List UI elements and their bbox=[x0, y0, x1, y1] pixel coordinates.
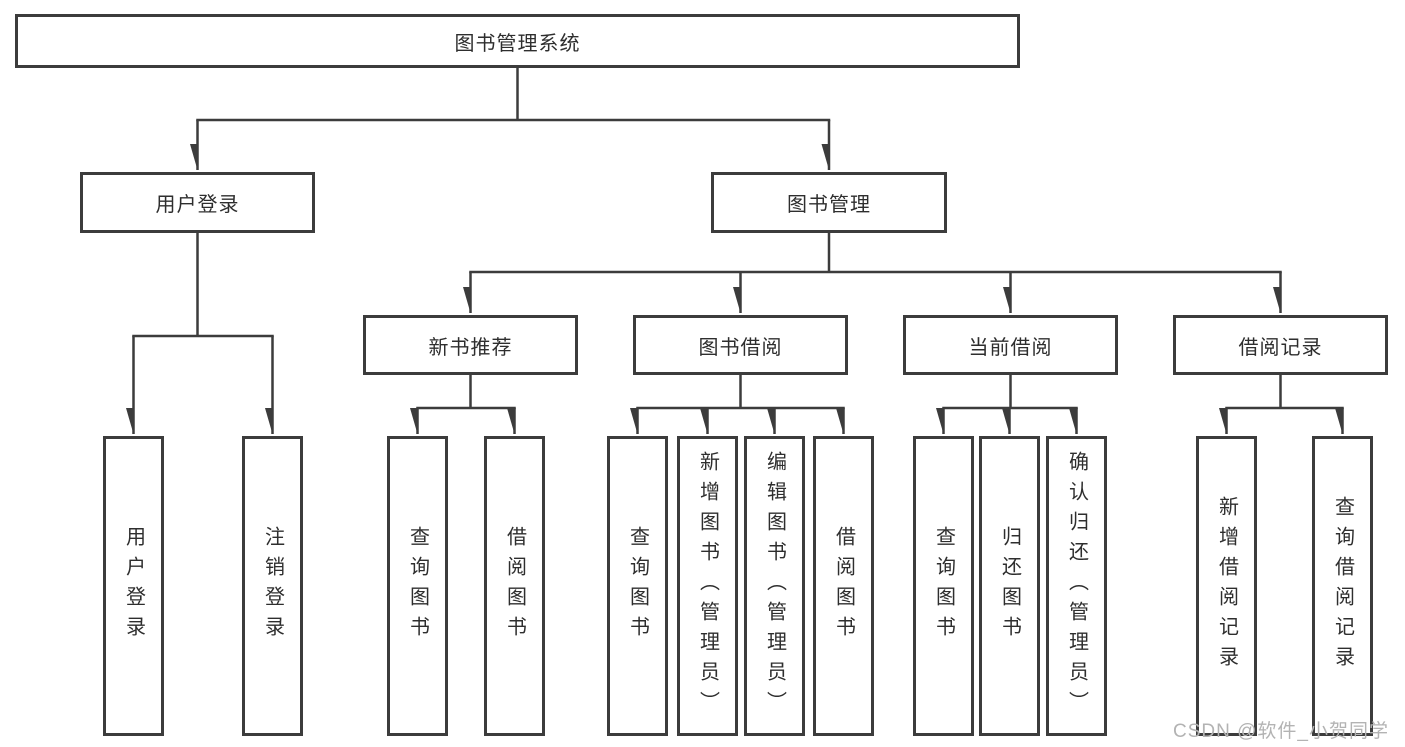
leaf-user-login: 用户登录 bbox=[103, 436, 164, 736]
node-root-system: 图书管理系统 bbox=[15, 14, 1020, 68]
connector-borrow-to-leaves bbox=[636, 375, 845, 434]
node-label: 查询图书 bbox=[406, 526, 429, 646]
connector-current-to-leaves bbox=[942, 375, 1078, 434]
leaf-query-books-borrowing: 查询图书 bbox=[607, 436, 668, 736]
leaf-logout: 注销登录 bbox=[242, 436, 303, 736]
node-label: 查询图书 bbox=[626, 526, 649, 646]
node-label: 借阅图书 bbox=[503, 526, 526, 646]
node-label: 借阅图书 bbox=[832, 526, 855, 646]
node-user-login: 用户登录 bbox=[80, 172, 315, 233]
node-label: 用户登录 bbox=[155, 194, 240, 216]
node-label: 新增借阅记录 bbox=[1215, 496, 1238, 676]
node-label: 查询图书 bbox=[932, 526, 955, 646]
leaf-query-books-current: 查询图书 bbox=[913, 436, 974, 736]
leaf-add-books-admin: 新增图书（管理员） bbox=[677, 436, 738, 736]
connector-records-to-leaves bbox=[1225, 375, 1344, 434]
leaf-query-books-recommend: 查询图书 bbox=[387, 436, 448, 736]
csdn-watermark: CSDN @软件_小贺同学 bbox=[1173, 721, 1389, 742]
connector-bookmgmt-to-level3 bbox=[469, 233, 1282, 313]
connector-newbooks-to-leaves bbox=[416, 375, 516, 434]
node-label: 当前借阅 bbox=[968, 336, 1053, 359]
leaf-edit-books-admin: 编辑图书（管理员） bbox=[744, 436, 805, 736]
node-label: 图书管理 bbox=[787, 194, 871, 216]
node-label: 编辑图书（管理员） bbox=[763, 451, 786, 721]
leaf-borrow-books: 借阅图书 bbox=[813, 436, 874, 736]
node-new-book-recommend: 新书推荐 bbox=[363, 315, 578, 375]
node-label: 图书管理系统 bbox=[454, 32, 581, 55]
node-label: 查询借阅记录 bbox=[1331, 496, 1354, 676]
node-label: 用户登录 bbox=[122, 526, 145, 646]
node-label: 注销登录 bbox=[261, 526, 284, 646]
connector-userlogin-to-leaves bbox=[132, 233, 274, 434]
leaf-borrow-books-recommend: 借阅图书 bbox=[484, 436, 545, 736]
node-label: 借阅记录 bbox=[1238, 336, 1323, 359]
node-label: 归还图书 bbox=[998, 526, 1021, 646]
leaf-query-borrow-record: 查询借阅记录 bbox=[1312, 436, 1373, 736]
node-current-borrowing: 当前借阅 bbox=[903, 315, 1118, 375]
node-label: 新增图书（管理员） bbox=[696, 451, 719, 721]
leaf-confirm-return-admin: 确认归还（管理员） bbox=[1046, 436, 1107, 736]
node-label: 新书推荐 bbox=[428, 336, 513, 359]
leaf-add-borrow-record: 新增借阅记录 bbox=[1196, 436, 1257, 736]
node-book-management: 图书管理 bbox=[711, 172, 947, 233]
leaf-return-books: 归还图书 bbox=[979, 436, 1040, 736]
node-borrowing-records: 借阅记录 bbox=[1173, 315, 1388, 375]
node-book-borrowing: 图书借阅 bbox=[633, 315, 848, 375]
node-label: 图书借阅 bbox=[698, 336, 783, 359]
connector-root-to-level2 bbox=[196, 68, 831, 170]
node-label: 确认归还（管理员） bbox=[1065, 451, 1088, 721]
